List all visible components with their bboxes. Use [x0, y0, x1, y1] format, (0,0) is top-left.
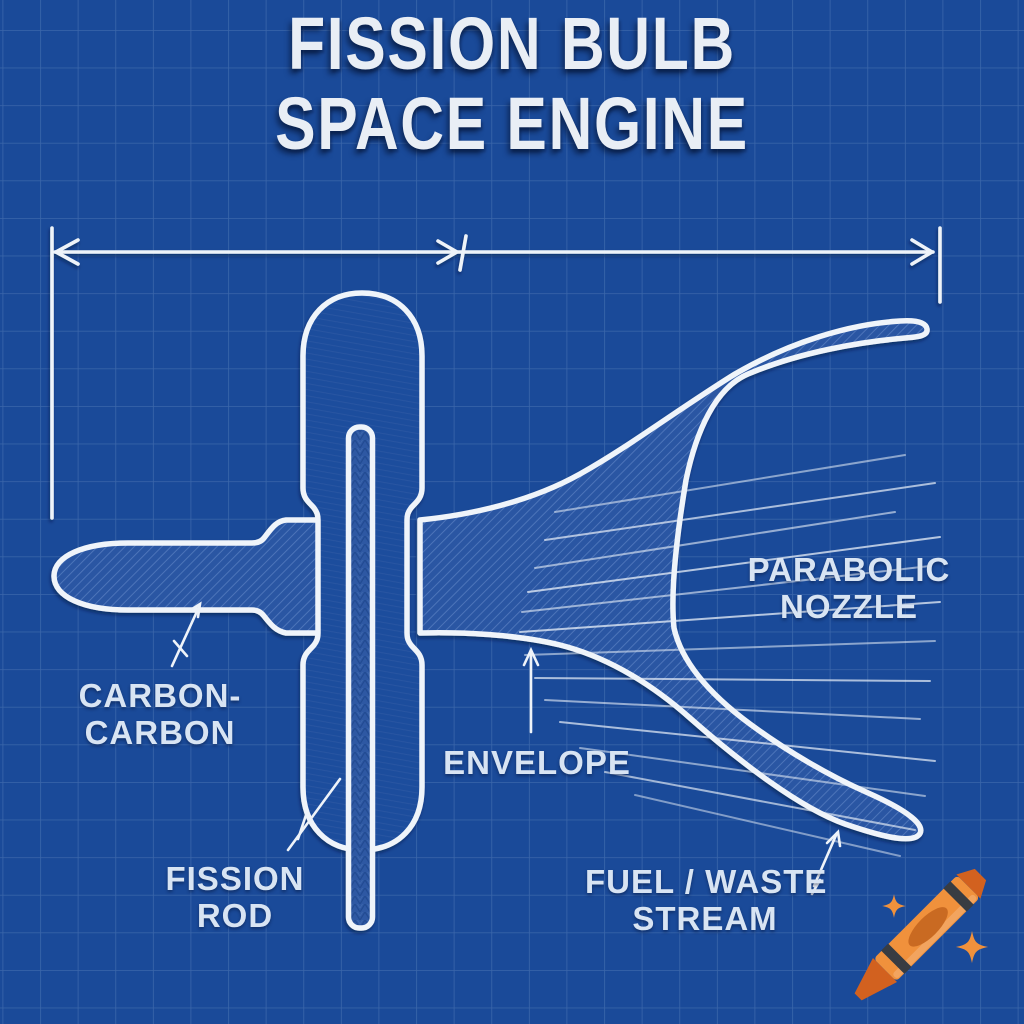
title-line-1: FISSION BULB: [288, 2, 736, 85]
label-envelope-text: ENVELOPE: [443, 744, 631, 781]
label-envelope: ENVELOPE: [417, 744, 657, 781]
label-parabolic-line-2: NOZZLE: [780, 588, 918, 625]
dimension-arrow-right: [910, 238, 934, 266]
sparkle-icon: [882, 894, 906, 918]
label-fission-line-1: FISSION: [165, 860, 305, 897]
carbon-carbon-shaft: [51, 517, 323, 636]
page-title: FISSION BULB SPACE ENGINE: [92, 4, 932, 164]
leader-carbon-carbon: [170, 601, 202, 668]
label-carbon-line-1: CARBON-: [78, 677, 242, 714]
label-fuel-waste-stream: FUEL / WASTE STREAM: [585, 863, 828, 937]
label-carbon-line-2: CARBON: [84, 714, 236, 751]
crayon-icon: [854, 868, 989, 1001]
dimension-arrow-left: [54, 238, 80, 266]
leader-envelope: [522, 646, 540, 734]
label-parabolic-nozzle: PARABOLIC NOZZLE: [729, 551, 969, 625]
title-line-2: SPACE ENGINE: [275, 82, 749, 165]
label-fission-rod: FISSION ROD: [135, 860, 335, 934]
sparkle-icon: [955, 930, 989, 964]
dimension-tick-mid: [458, 234, 468, 272]
fuel-waste-spray-lines: [519, 454, 941, 857]
fission-rod: [345, 424, 376, 931]
label-parabolic-line-1: PARABOLIC: [747, 551, 951, 588]
label-fuel-line-1: FUEL / WASTE: [585, 863, 828, 900]
label-carbon-carbon: CARBON- CARBON: [40, 677, 280, 751]
parabolic-nozzle: [417, 318, 930, 842]
leader-fuel-waste: [810, 829, 842, 896]
label-fuel-line-2: STREAM: [632, 900, 778, 937]
dimension-arrow-mid: [436, 239, 459, 265]
label-fission-line-2: ROD: [196, 897, 274, 934]
leader-fission-rod: [286, 777, 342, 852]
